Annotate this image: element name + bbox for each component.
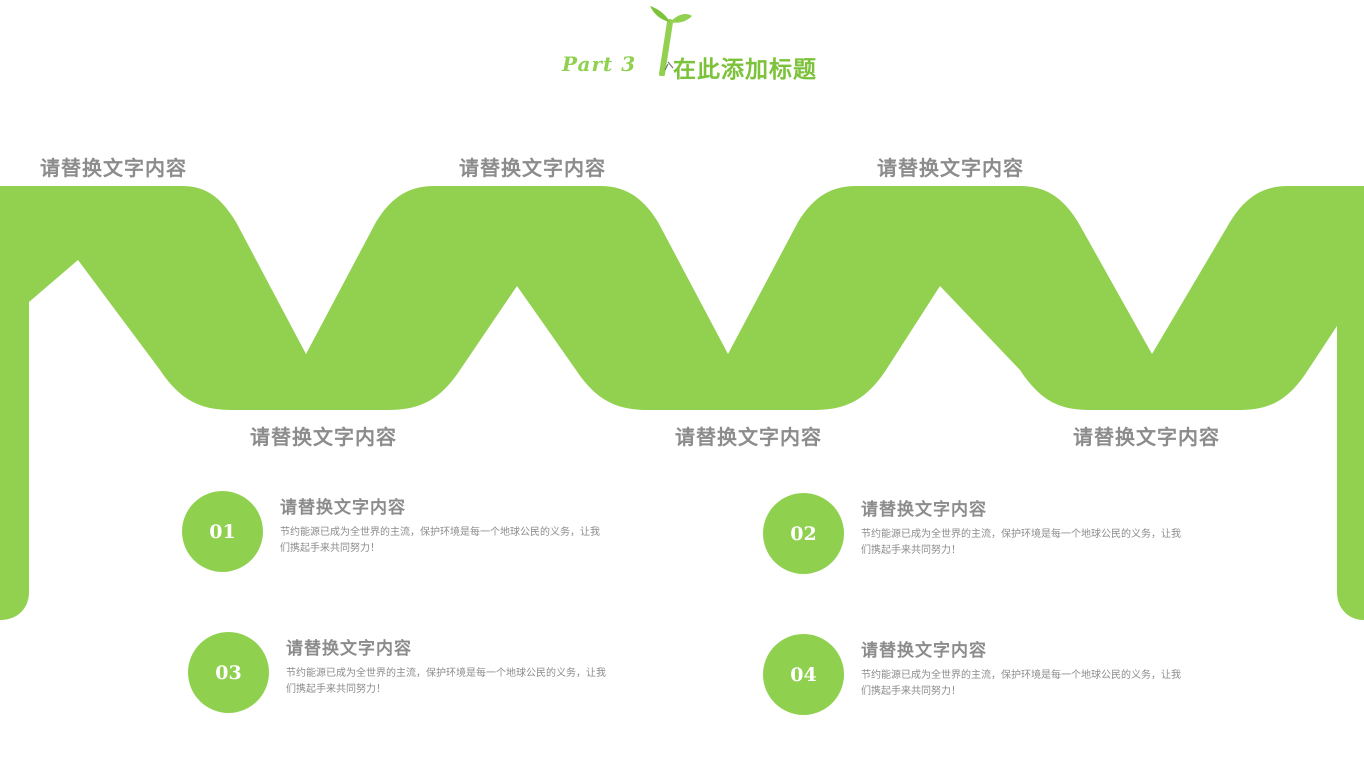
sprout-icon	[650, 6, 692, 76]
item-title: 请替换文字内容	[861, 641, 987, 661]
part-label: Part 3	[562, 52, 637, 76]
wave-label-top-3: 请替换文字内容	[877, 156, 1024, 180]
number-badge: 04	[763, 634, 844, 715]
list-item-01: 01 请替换文字内容 节约能源已成为全世界的主流，保护环境是每一个地球公民的义务…	[182, 491, 602, 581]
item-title: 请替换文字内容	[280, 498, 406, 518]
item-title: 请替换文字内容	[286, 639, 412, 659]
wave-label-bottom-2: 请替换文字内容	[675, 425, 822, 449]
item-text: 节约能源已成为全世界的主流，保护环境是每一个地球公民的义务，让我们携起手来共同努…	[861, 529, 1181, 556]
number-badge: 02	[763, 493, 844, 574]
item-text: 节约能源已成为全世界的主流，保护环境是每一个地球公民的义务，让我们携起手来共同努…	[286, 668, 606, 695]
wave-label-top-1: 请替换文字内容	[40, 156, 187, 180]
wave-label-top-2: 请替换文字内容	[459, 156, 606, 180]
number-badge: 03	[188, 632, 269, 713]
list-item-03: 03 请替换文字内容 节约能源已成为全世界的主流，保护环境是每一个地球公民的义务…	[188, 632, 608, 722]
item-text: 节约能源已成为全世界的主流，保护环境是每一个地球公民的义务，让我们携起手来共同努…	[861, 670, 1181, 697]
wave-label-bottom-1: 请替换文字内容	[250, 425, 397, 449]
wave-label-bottom-3: 请替换文字内容	[1073, 425, 1220, 449]
item-text: 节约能源已成为全世界的主流，保护环境是每一个地球公民的义务，让我们携起手来共同努…	[280, 527, 600, 554]
list-item-04: 04 请替换文字内容 节约能源已成为全世界的主流，保护环境是每一个地球公民的义务…	[763, 634, 1183, 724]
header: Part 3 在此添加标题	[560, 0, 860, 90]
wave-shape	[0, 186, 1364, 620]
page-title: 在此添加标题	[673, 57, 817, 83]
item-title: 请替换文字内容	[861, 500, 987, 520]
number-badge: 01	[182, 491, 263, 572]
list-item-02: 02 请替换文字内容 节约能源已成为全世界的主流，保护环境是每一个地球公民的义务…	[763, 493, 1183, 583]
